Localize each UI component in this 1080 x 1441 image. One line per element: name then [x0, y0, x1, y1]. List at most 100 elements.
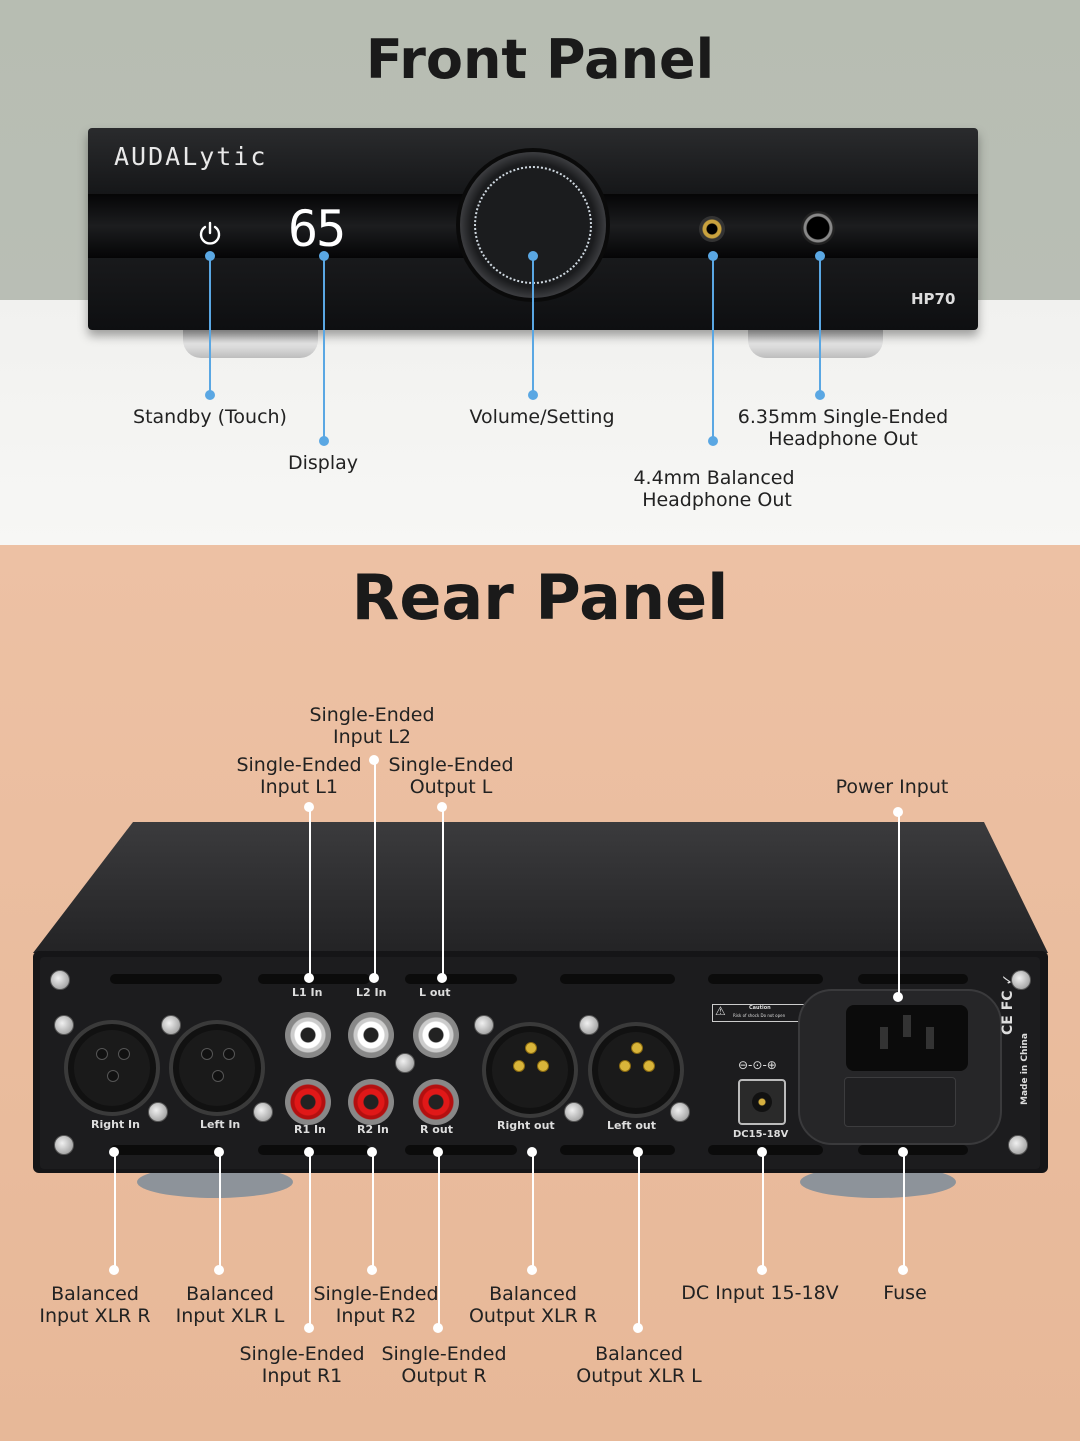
screw: [161, 1015, 181, 1035]
label-line: Input XLR R: [39, 1305, 151, 1327]
certification-marks: CE FC ✓: [1000, 973, 1016, 1035]
dc-input-jack[interactable]: [738, 1079, 786, 1125]
label-se-input-l1: Single-Ended Input L1: [214, 754, 384, 798]
callout-dot: [319, 436, 329, 446]
silk-right-out: Right out: [497, 1119, 555, 1132]
label-se-input-l2: Single-Ended Input L2: [287, 704, 457, 748]
callout-se-input-l1-line: [309, 807, 311, 979]
label-bal-in-r: Balanced Input XLR R: [25, 1283, 165, 1327]
callout-bal-in-r-line: [114, 1152, 116, 1270]
label-se-output-l: Single-Ended Output L: [366, 754, 536, 798]
silk-r-out: R out: [420, 1123, 453, 1136]
label-dc-input: DC Input 15-18V: [681, 1282, 839, 1304]
callout-dot: [433, 1147, 443, 1157]
callout-dot: [708, 251, 718, 261]
callout-dot: [369, 755, 379, 765]
callout-dot: [304, 802, 314, 812]
xlr-output-right[interactable]: [482, 1022, 578, 1118]
label-line: Input L2: [333, 726, 411, 748]
rca-r2-in[interactable]: [348, 1079, 394, 1125]
label-line: Input L1: [260, 776, 338, 798]
polarity-icon: ⊖-⊙-⊕: [738, 1058, 777, 1072]
label-line: Balanced: [51, 1283, 139, 1305]
label-fuse: Fuse: [883, 1282, 927, 1304]
silk-left-in: Left In: [200, 1118, 241, 1131]
label-volume: Volume/Setting: [469, 406, 615, 428]
xlr-input-left[interactable]: [169, 1020, 265, 1116]
label-balanced-out: 4.4mm Balanced Headphone Out: [614, 467, 814, 511]
callout-dot: [815, 251, 825, 261]
label-se-in-r2: Single-Ended Input R2: [291, 1283, 461, 1327]
power-icon[interactable]: [197, 220, 223, 246]
callout-dot: [109, 1265, 119, 1275]
callout-fuse-line: [903, 1152, 905, 1270]
screw: [1011, 970, 1031, 990]
silk-right-in: Right In: [91, 1118, 140, 1131]
callout-volume-line: [532, 256, 534, 396]
callout-dot: [304, 1323, 314, 1333]
label-line: Headphone Out: [768, 428, 918, 450]
vent-slot: [110, 974, 222, 984]
model-label: HP70: [911, 290, 956, 308]
callout-standby-line: [209, 256, 211, 396]
callout-dot: [527, 1147, 537, 1157]
label-line: Balanced: [186, 1283, 274, 1305]
vent-slot: [258, 974, 370, 984]
label-line: Single-Ended: [309, 704, 435, 726]
callout-dot: [898, 1265, 908, 1275]
label-line: Single-Ended: [381, 1343, 507, 1365]
callout-dot: [319, 251, 329, 261]
rca-r1-in[interactable]: [285, 1079, 331, 1125]
callout-dot: [757, 1147, 767, 1157]
callout-dot: [898, 1147, 908, 1157]
callout-dot: [437, 973, 447, 983]
label-line: Input R2: [335, 1305, 417, 1327]
label-bal-out-r: Balanced Output XLR R: [463, 1283, 603, 1327]
label-line: Input R1: [261, 1365, 343, 1387]
callout-dot: [367, 1147, 377, 1157]
rca-l-out[interactable]: [413, 1012, 459, 1058]
volume-display: 65: [288, 200, 346, 258]
power-inlet[interactable]: [798, 989, 1002, 1145]
fuse-holder[interactable]: [844, 1077, 956, 1127]
callout-dot: [893, 807, 903, 817]
xlr-input-right[interactable]: [64, 1020, 160, 1116]
callout-dot: [893, 992, 903, 1002]
label-line: Output R: [401, 1365, 487, 1387]
callout-dot: [369, 973, 379, 983]
label-line: Output L: [409, 776, 493, 798]
callout-dot: [437, 802, 447, 812]
silk-dc: DC15-18V: [733, 1129, 789, 1140]
label-line: Balanced: [489, 1283, 577, 1305]
xlr-output-left[interactable]: [588, 1022, 684, 1118]
caution-subtext: Risk of shock Do not open: [733, 1013, 786, 1018]
rca-l1-in[interactable]: [285, 1012, 331, 1058]
callout-dot: [367, 1265, 377, 1275]
label-line: 6.35mm Single-Ended: [737, 406, 949, 428]
callout-dot: [528, 251, 538, 261]
callout-dot: [214, 1265, 224, 1275]
label-bal-out-l: Balanced Output XLR L: [564, 1343, 714, 1387]
callout-dot: [433, 1323, 443, 1333]
callout-dot: [815, 390, 825, 400]
screw: [564, 1102, 584, 1122]
warning-icon: ⚠: [715, 1004, 726, 1018]
screw: [670, 1102, 690, 1122]
label-line: Input XLR L: [175, 1305, 285, 1327]
rca-l2-in[interactable]: [348, 1012, 394, 1058]
vent-slot: [405, 1145, 517, 1155]
label-line: Single-Ended: [313, 1283, 439, 1305]
label-line: 4.4mm Balanced: [633, 467, 795, 489]
rca-r-out[interactable]: [413, 1079, 459, 1125]
label-line: Single-Ended: [239, 1343, 365, 1365]
callout-se-out-r-line: [438, 1152, 440, 1328]
label-line: Headphone Out: [642, 489, 792, 511]
callout-dot: [708, 436, 718, 446]
screw: [148, 1102, 168, 1122]
jack-4-4mm[interactable]: [699, 216, 725, 242]
label-line: Output XLR L: [576, 1365, 702, 1387]
label-se-in-r1: Single-Ended Input R1: [217, 1343, 387, 1387]
callout-power-input-line: [898, 812, 900, 998]
screw: [1008, 1135, 1028, 1155]
jack-6-35mm[interactable]: [801, 211, 835, 245]
